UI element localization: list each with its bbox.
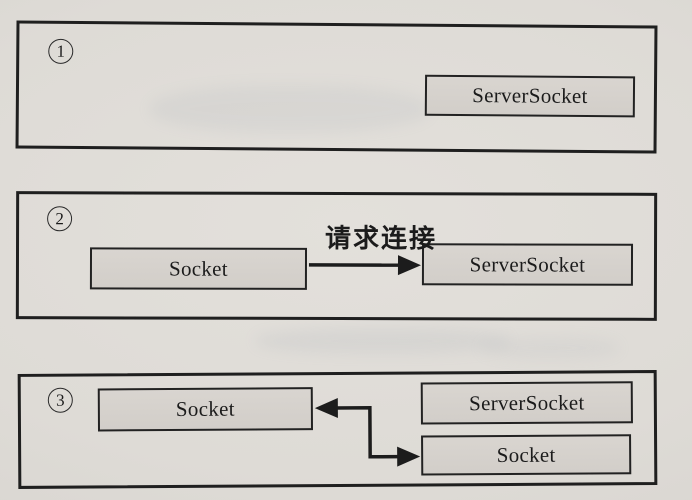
request-connection-label: 请求连接 [324,223,438,254]
client-socket-label-stage3: Socket [175,396,235,421]
page-bleedthrough-smudge [480,337,620,359]
diagram-stage-3-panel: 3 Socket ServerSocket Socket [17,370,658,489]
serversocket-box-stage3: ServerSocket [420,381,633,425]
step-3-number-badge: 3 [47,387,73,413]
page-bleedthrough-smudge [255,328,510,354]
serversocket-label-stage3: ServerSocket [468,389,585,415]
step-1-number: 1 [56,41,66,61]
server-side-socket-label-stage3: Socket [496,442,556,467]
step-1-number-badge: 1 [48,38,74,64]
step-2-number: 2 [55,209,64,229]
serversocket-label-stage2: ServerSocket [469,251,586,277]
diagram-stage-1-panel: 1 ServerSocket [15,20,658,154]
serversocket-box-stage2: ServerSocket [421,243,634,286]
serversocket-box-stage1: ServerSocket [424,74,636,118]
serversocket-label-stage1: ServerSocket [472,83,588,108]
client-socket-label-stage2: Socket [168,256,228,281]
server-side-socket-box-stage3: Socket [421,434,632,476]
client-socket-box-stage2: Socket [89,247,308,290]
step-2-number-badge: 2 [47,206,73,232]
diagram-stage-2-panel: 2 Socket ServerSocket 请求连接 [15,191,658,321]
step-3-number: 3 [56,390,65,410]
client-socket-box-stage3: Socket [97,387,314,432]
